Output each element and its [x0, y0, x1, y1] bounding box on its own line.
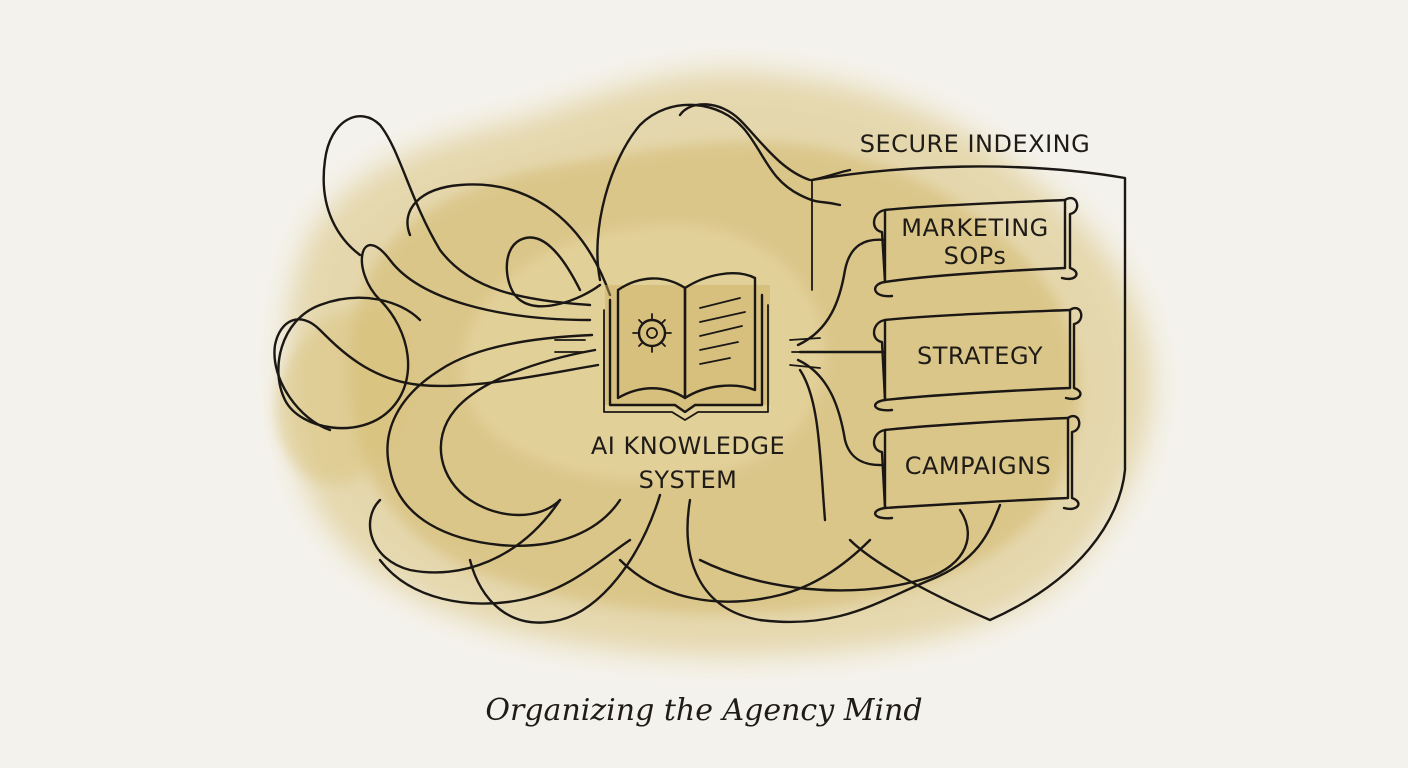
shield-icon [810, 165, 1127, 622]
scroll-label-campaigns: CAMPAIGNS [905, 452, 1052, 480]
scroll-campaigns [872, 415, 1081, 520]
center-label-line1: AI KNOWLEDGE [591, 432, 785, 460]
scroll-label-marketing: MARKETING [901, 214, 1049, 242]
scroll-marketing-sops [872, 197, 1079, 298]
scroll-connectors [796, 238, 887, 522]
bottom-threads [468, 493, 1002, 624]
caption: Organizing the Agency Mind [485, 693, 922, 728]
scroll-label-sops: SOPs [944, 242, 1007, 270]
watercolor-wash [275, 71, 1152, 657]
tangled-data-threads [273, 103, 842, 605]
scroll-label-strategy: STRATEGY [917, 342, 1043, 370]
shield-title: SECURE INDEXING [860, 130, 1090, 158]
open-book-icon [603, 272, 770, 421]
gear-icon [632, 313, 672, 353]
center-label-line2: SYSTEM [639, 466, 738, 494]
scroll-strategy [872, 307, 1083, 412]
